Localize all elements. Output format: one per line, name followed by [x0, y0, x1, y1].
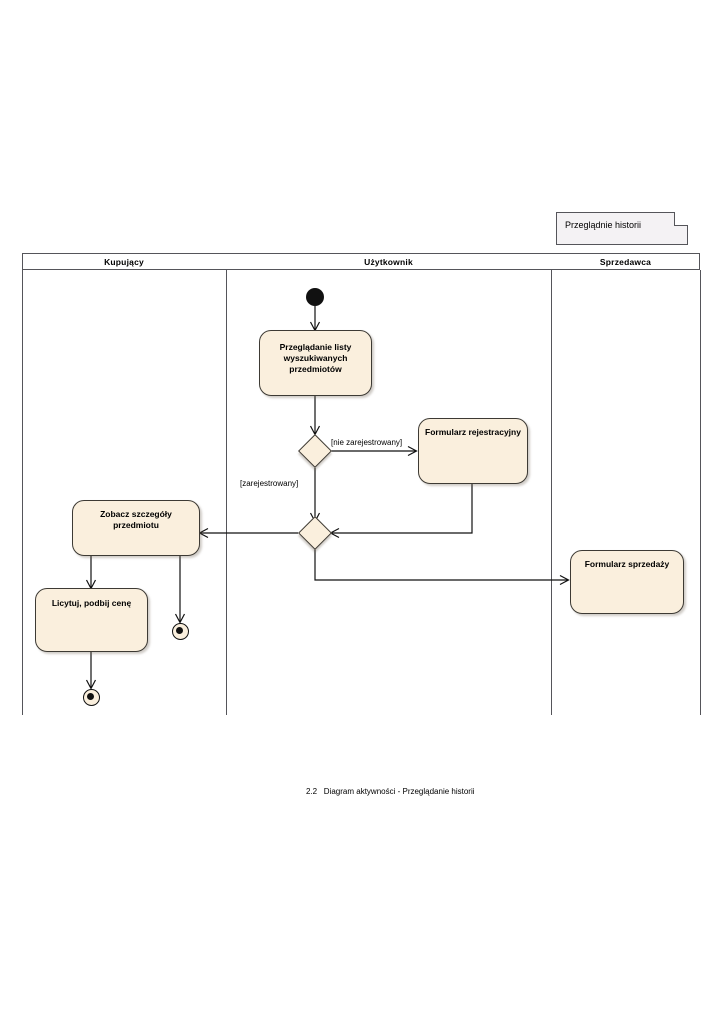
activity-registration-form[interactable]: Formularz rejestracyjny [418, 418, 528, 484]
activity-item-details[interactable]: Zobacz szczegóły przedmiotu [72, 500, 200, 556]
decision-node-registration [298, 434, 332, 468]
activity-bid-label: Licytuj, podbij cenę [51, 598, 132, 608]
guard-zarejestrowany: [zarejestrowany] [240, 479, 299, 488]
edge-registration-to-merge [329, 484, 473, 539]
figure-caption: 2.2 Diagram aktywności - Przeglądanie hi… [306, 787, 475, 796]
note-box: Przeglądnie historii [556, 212, 688, 245]
figure-caption-number: 2.2 [306, 787, 318, 796]
activity-browse-list-label: Przeglądanie listy wyszukiwanych przedmi… [279, 342, 352, 374]
final-node-bid [83, 689, 100, 706]
edge-merge-to-sales-form [314, 546, 570, 586]
activity-sales-form-label: Formularz sprzedaży [584, 559, 670, 569]
figure-caption-gap [317, 787, 324, 796]
activity-browse-list[interactable]: Przeglądanie listy wyszukiwanych przedmi… [259, 330, 372, 396]
final-node-right [172, 623, 189, 640]
activity-registration-form-label: Formularz rejestracyjny [425, 427, 521, 437]
activity-bid[interactable]: Licytuj, podbij cenę [35, 588, 148, 652]
merge-node [298, 516, 332, 550]
activity-item-details-label: Zobacz szczegóły przedmiotu [100, 509, 172, 530]
lane-title-sprzedawca: Sprzedawca [599, 257, 652, 267]
swimlane-frame [22, 253, 700, 270]
lane-divider-2 [551, 270, 552, 715]
initial-node [306, 288, 324, 306]
note-label: Przeglądnie historii [565, 220, 642, 230]
figure-caption-text: Diagram aktywności - Przeglądanie histor… [323, 787, 475, 796]
guard-nie-zarejestrowany: [nie zarejestrowany] [331, 438, 403, 447]
lane-border-left [22, 270, 23, 715]
lane-border-right [700, 270, 701, 715]
note-fold-corner [674, 212, 688, 226]
lane-title-kupujacy: Kupujący [104, 257, 144, 267]
lane-divider-1 [226, 270, 227, 715]
lane-title-uzytkownik: Użytkownik [364, 257, 413, 267]
activity-sales-form[interactable]: Formularz sprzedaży [570, 550, 684, 614]
